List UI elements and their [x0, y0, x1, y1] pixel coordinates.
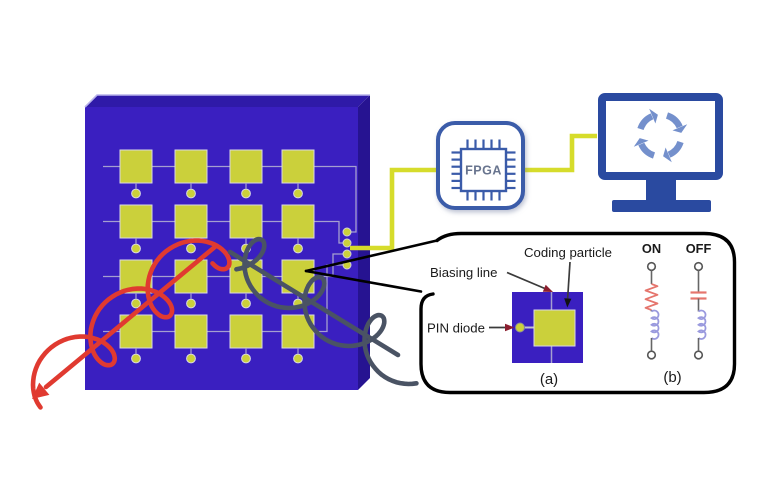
on-label: ON	[642, 241, 661, 256]
via-dot	[293, 188, 303, 199]
coding-particle-label: Coding particle	[524, 245, 612, 260]
coding-patch	[229, 204, 263, 239]
cell-patch	[533, 309, 576, 347]
panel-side-face	[358, 95, 370, 390]
unit-cell-inset: Coding particle Biasing line PIN diode (…	[427, 245, 612, 388]
label-pointer-arrows	[489, 261, 572, 332]
via-dot	[186, 353, 196, 364]
biasing-line-label: Biasing line	[430, 265, 497, 280]
via-dot	[186, 243, 196, 254]
monitor-icon	[598, 93, 723, 212]
biasing-line-arrowhead	[542, 284, 553, 292]
resistor-symbol	[644, 283, 659, 311]
biasing-line-arrow	[506, 271, 547, 290]
coding-patch	[119, 204, 153, 239]
fpga-module: FPGA	[436, 121, 525, 210]
terminal-top	[646, 261, 657, 272]
fpga-label: FPGA	[465, 164, 502, 178]
sync-arc	[667, 140, 684, 158]
panel-to-fpga-cable	[350, 167, 436, 251]
coding-particle-arrowhead	[564, 298, 572, 308]
off-state-circuit	[690, 261, 707, 360]
terminal-bottom	[646, 350, 657, 360]
on-state-circuit	[644, 261, 660, 360]
connector-pad	[342, 238, 352, 248]
sync-arrowhead	[633, 138, 649, 147]
red-wave-squiggle	[30, 238, 232, 410]
subfig-a-label: (a)	[540, 371, 558, 388]
inset-bubble-outline	[419, 231, 737, 395]
chip-pins	[451, 139, 516, 201]
callout-upper-line	[304, 239, 439, 273]
sync-arrowhead	[649, 108, 658, 124]
coding-patch	[229, 149, 263, 184]
via-dot	[241, 188, 251, 199]
sync-arc	[665, 112, 683, 129]
metasurface-panel	[84, 94, 370, 390]
computer-monitor	[598, 93, 723, 212]
red-wave-shaft	[43, 243, 219, 390]
coding-patch	[281, 204, 315, 239]
via-dot	[293, 243, 303, 254]
coding-patch	[281, 149, 315, 184]
via-dot	[131, 188, 141, 199]
sync-arrows-icon	[633, 108, 688, 163]
coding-patch	[229, 314, 263, 349]
inductor-symbol	[697, 309, 707, 340]
red-wave-arrowhead	[32, 382, 50, 399]
connector-pad	[342, 227, 352, 237]
coding-patch	[174, 204, 208, 239]
terminal-bottom	[693, 350, 704, 360]
monitor-screen	[598, 93, 723, 180]
dark-wave-squiggle	[234, 236, 419, 387]
via-dot	[241, 298, 251, 309]
coding-patch	[174, 314, 208, 349]
off-label: OFF	[686, 241, 712, 256]
via-dot	[186, 298, 196, 309]
monitor-neck	[646, 180, 676, 201]
monitor-base	[612, 200, 711, 212]
inset-callout	[304, 231, 737, 395]
subfig-b-label: (b)	[663, 369, 681, 386]
inductor-symbol	[650, 309, 660, 340]
sync-arrowhead	[663, 147, 672, 163]
via-dot	[131, 353, 141, 364]
terminal-top	[693, 261, 704, 272]
sync-arc	[638, 142, 656, 159]
fpga-to-monitor-cable	[524, 133, 597, 173]
via-dot	[293, 353, 303, 364]
via-dot	[241, 353, 251, 364]
sync-arrowhead	[672, 124, 688, 133]
connector-pad	[342, 249, 352, 259]
coding-particle-arrow	[566, 261, 571, 300]
red-wave-arrow	[30, 238, 232, 410]
via-dot	[131, 243, 141, 254]
pin-diode-label: PIN diode	[427, 321, 485, 336]
sync-arc	[637, 113, 654, 131]
diode-circuits-inset: ON OFF (b)	[642, 241, 712, 386]
chip-body	[459, 147, 508, 193]
patch-array	[119, 149, 315, 364]
pin-diode-arrowhead	[505, 323, 515, 332]
chip-icon: FPGA	[451, 139, 516, 201]
via-dot	[186, 188, 196, 199]
dark-wave	[227, 236, 419, 387]
coding-patch	[174, 149, 208, 184]
callout-lower-line	[304, 269, 423, 293]
pin-diode-dot	[515, 322, 525, 333]
panel-top-face	[85, 95, 370, 107]
panel-bevel-highlight	[84, 94, 370, 108]
via-dot	[131, 298, 141, 309]
coding-patch	[119, 149, 153, 184]
